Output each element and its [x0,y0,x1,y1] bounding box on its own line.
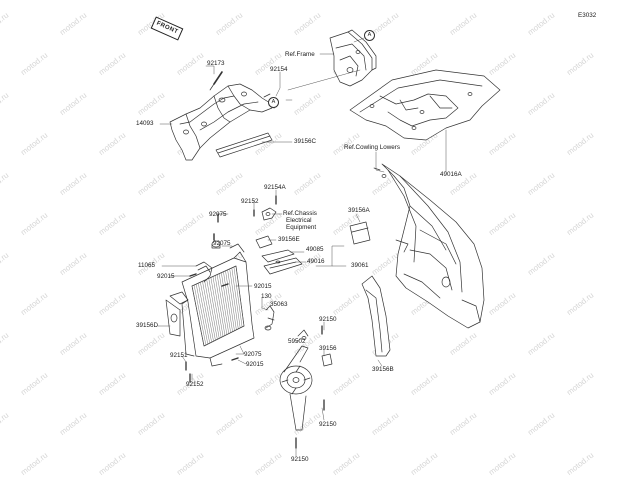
ref-cowling-label: Ref.Cowling Lowers [344,144,400,151]
part-label-92154: 92154 [270,66,288,73]
part-label-49085: 49085 [306,246,324,253]
radiator-fin [200,281,212,343]
radiator-fin [231,267,241,329]
part-label-39061: 39061 [351,262,369,269]
radiator [165,243,255,367]
part-label-92015-lower: 92015 [246,361,264,368]
part-label-11065: 11065 [138,262,156,269]
part-label-92075-upper: 92075 [209,211,227,218]
hose-11065 [195,261,213,283]
part-label-92154A: 92154A [264,184,286,191]
pad-39156C [215,132,273,158]
radiator-fin [193,284,207,346]
radiator-fin [198,282,210,344]
ref-chassis-label-3: Equipment [286,224,317,231]
part-label-92150-bottom: 92150 [291,456,309,463]
pad-39156 [321,353,333,367]
part-label-130: 130 [261,293,272,300]
ref-frame-label: Ref.Frame [285,51,315,58]
radiator-fin [204,280,216,341]
cap-92075-upper [211,233,221,249]
part-label-35063: 35063 [270,301,288,308]
callout-a-top: A [364,30,375,41]
tray-49016A [349,69,501,141]
radiator-fins [191,265,245,347]
radiator-fin [195,283,209,345]
radiator-fin [202,281,214,342]
radiator-fin [225,270,235,331]
part-label-92015-a: 92015 [157,273,175,280]
fan-59502 [279,329,313,431]
radiator-fin [229,268,239,330]
part-label-92173: 92173 [207,60,225,67]
radiator-fin [223,271,233,332]
radiator-fin [214,275,226,336]
diagram-id: E3032 [578,12,597,19]
part-label-92152-lower: 92152 [186,381,204,388]
leader-lines [157,37,447,457]
strip-39156B [361,275,391,357]
radiator-fin [212,276,224,337]
part-label-92151: 92151 [170,352,188,359]
frame-top-piece [329,29,377,87]
part-label-39156C: 39156C [294,138,317,145]
radiator-fin [206,279,218,340]
hose-35063 [264,305,275,331]
pad-39156A [349,221,371,245]
part-label-92150-right: 92150 [319,316,337,323]
part-label-39156: 39156 [319,345,337,352]
part-label-92075-mid: 92075 [213,240,231,247]
ref-chassis-label-2: Electrical [286,217,312,224]
part-label-49016: 49016 [307,258,325,265]
part-label-39156A: 39156A [348,207,370,214]
radiator-fin [233,266,243,328]
radiator-fin [219,273,229,334]
radiator-fin [208,278,220,339]
radiator-fin [210,277,222,338]
part-label-39156D: 39156D [136,322,159,329]
radiator-fin [216,274,228,335]
part-label-92150-mid: 92150 [319,421,337,428]
radiator-fin [221,272,231,333]
radiator-fin [235,265,245,327]
plate-stack [255,235,303,275]
part-label-49016A: 49016A [440,171,462,178]
cowling-lower [373,163,485,329]
part-label-39156B: 39156B [372,366,394,373]
part-label-92015-b: 92015 [254,283,272,290]
radiator-fin [191,285,205,347]
ref-chassis-label-1: Ref.Chassis [283,210,317,217]
part-label-59502: 59502 [288,338,306,345]
part-label-92075-lower: 92075 [244,351,262,358]
part-label-39156E: 39156E [278,236,300,243]
part-label-92152-upper: 92152 [241,198,259,205]
callout-a-left: A [268,97,279,108]
part-label-14093: 14093 [136,120,154,127]
radiator-fin [227,269,237,331]
